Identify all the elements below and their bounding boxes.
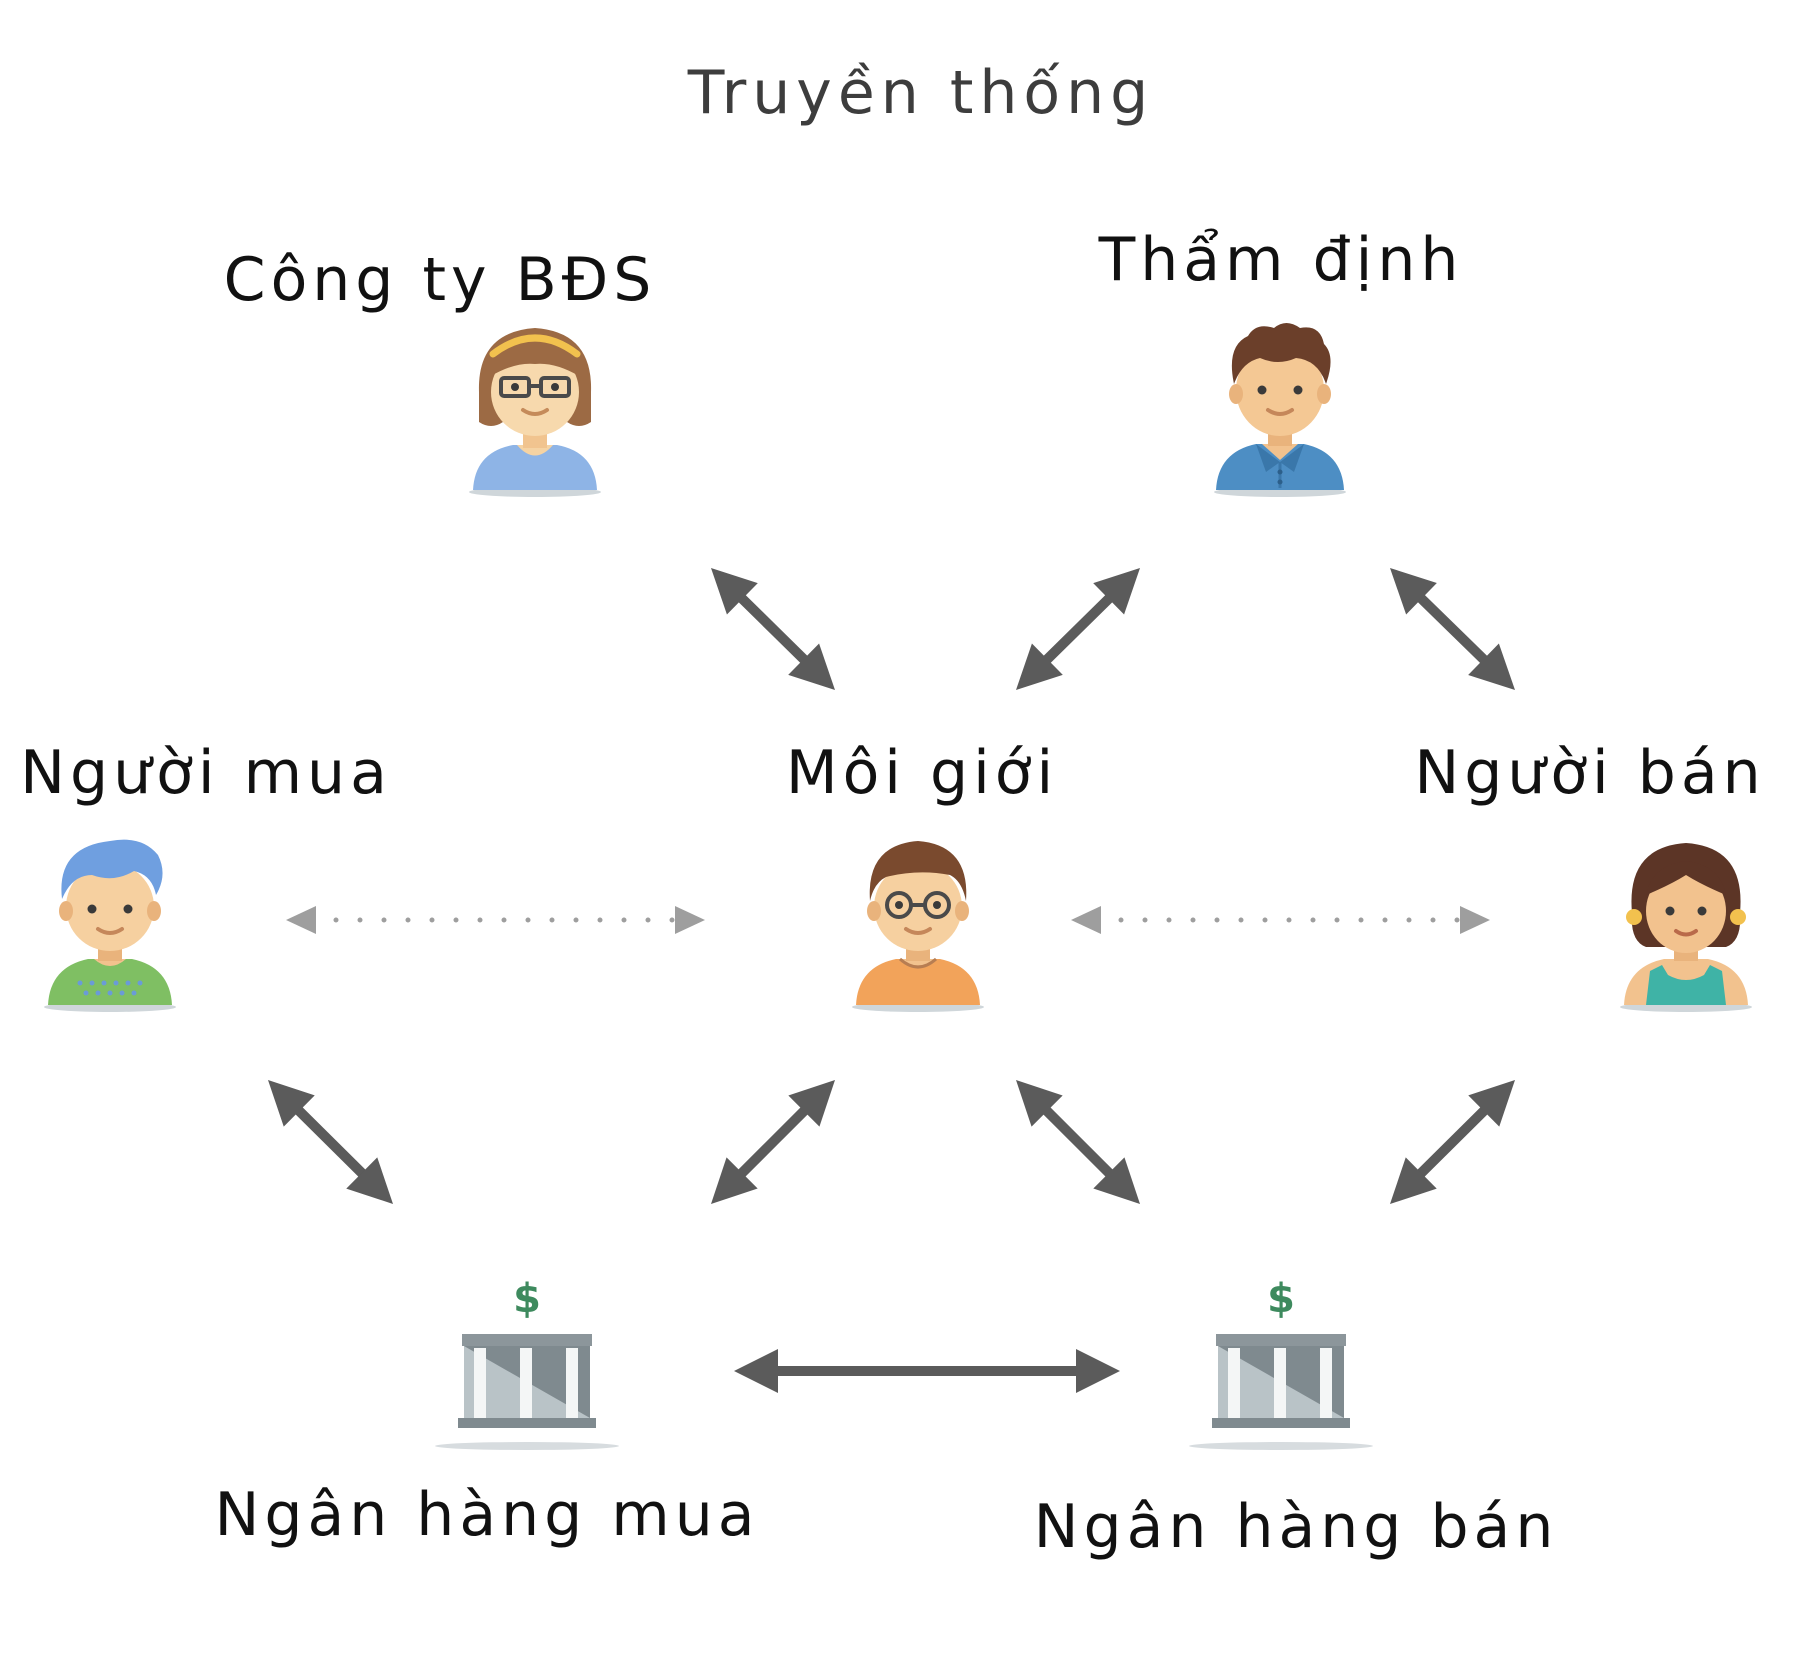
man-green-shirt-avatar-icon (44, 839, 176, 1012)
label-company: Công ty BĐS (223, 245, 657, 315)
label-seller: Người bán (1414, 738, 1766, 808)
dollar-sign-icon: $ (513, 1276, 541, 1322)
label-broker: Môi giới (785, 738, 1059, 808)
arrow-buyer-to-broker (286, 906, 705, 934)
dollar-sign-icon: $ (1267, 1276, 1295, 1322)
arrow-buyer-bank-to-seller-bank (734, 1349, 1120, 1393)
diagram-title: Truyền thống (687, 58, 1155, 128)
arrow-company-to-broker (711, 568, 835, 690)
arrow-broker-to-seller-bank (1016, 1080, 1140, 1204)
arrow-appraiser-to-seller (1390, 568, 1515, 690)
bank-icon: $ (435, 1276, 619, 1450)
label-appraiser: Thẩm định (1098, 225, 1464, 295)
woman-glasses-avatar-icon (469, 328, 601, 497)
label-buyer-bank: Ngân hàng mua (214, 1480, 760, 1550)
man-blue-shirt-avatar-icon (1214, 323, 1346, 497)
label-seller-bank: Ngân hàng bán (1033, 1492, 1559, 1562)
arrow-broker-to-buyer-bank (711, 1080, 835, 1204)
woman-teal-top-avatar-icon (1620, 843, 1752, 1012)
arrow-broker-to-seller (1071, 906, 1490, 934)
arrow-seller-to-seller-bank (1390, 1080, 1515, 1204)
arrow-appraiser-to-broker (1016, 568, 1140, 690)
label-buyer: Người mua (20, 738, 392, 808)
arrow-buyer-to-buyer-bank (268, 1080, 393, 1204)
bank-icon: $ (1189, 1276, 1373, 1450)
man-glasses-avatar-icon (852, 841, 984, 1012)
